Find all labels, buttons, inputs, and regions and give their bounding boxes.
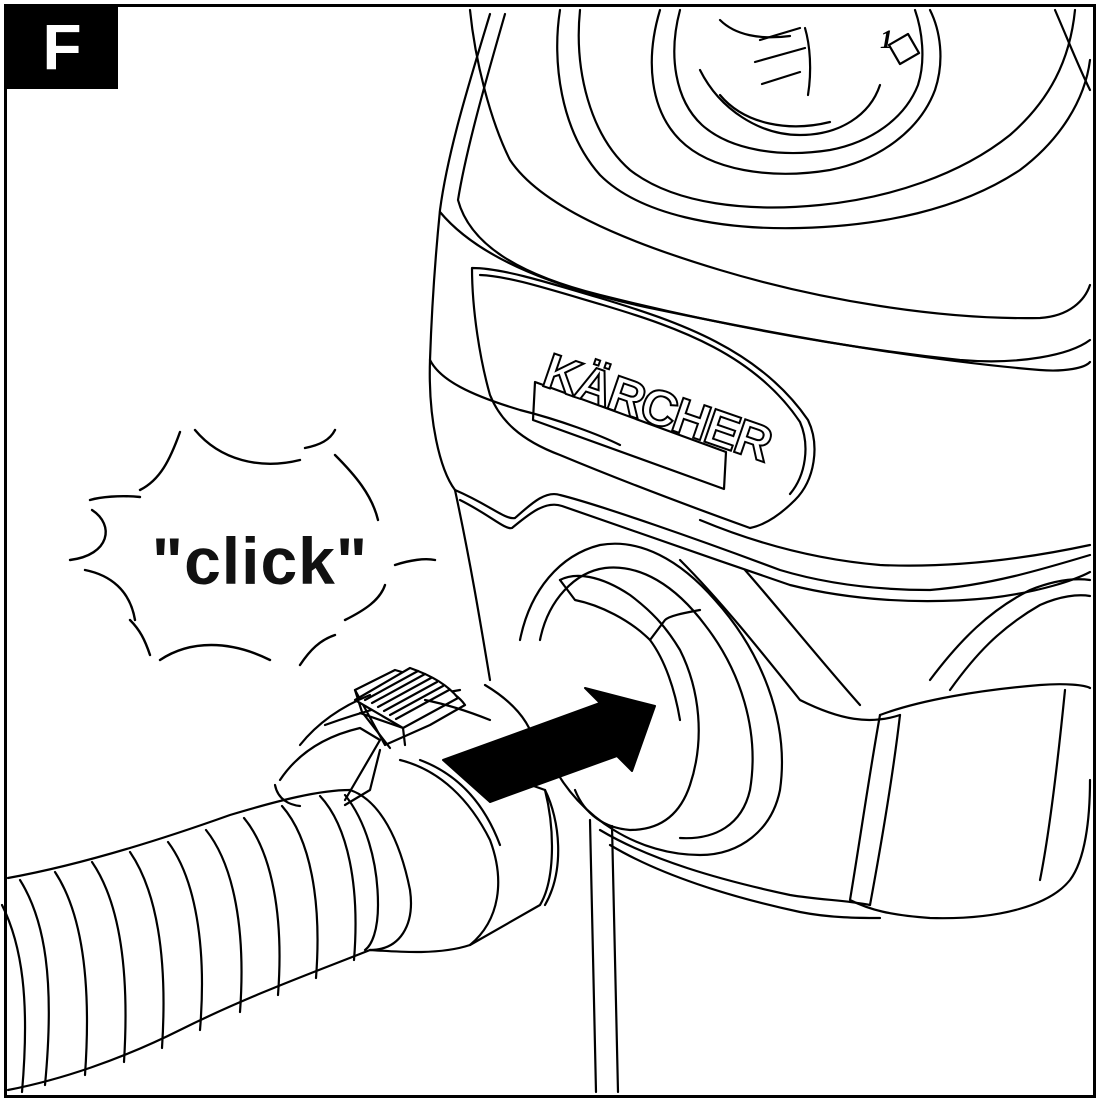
- hose: [0, 666, 560, 1094]
- dial-marking-icon: 1: [880, 25, 921, 66]
- brand-plate: [470, 266, 816, 530]
- sound-effect-text: "click": [151, 524, 369, 598]
- insert-arrow: [442, 687, 656, 803]
- machine-body: 1: [428, 8, 1092, 1094]
- sound-burst-icon: [68, 428, 437, 667]
- dial-knob: [650, 8, 942, 175]
- release-button: [353, 666, 460, 747]
- step-label: F: [6, 6, 118, 89]
- brand-underline: [531, 380, 728, 491]
- dial-marking-text: 1: [880, 25, 893, 54]
- hose-socket: [518, 542, 784, 857]
